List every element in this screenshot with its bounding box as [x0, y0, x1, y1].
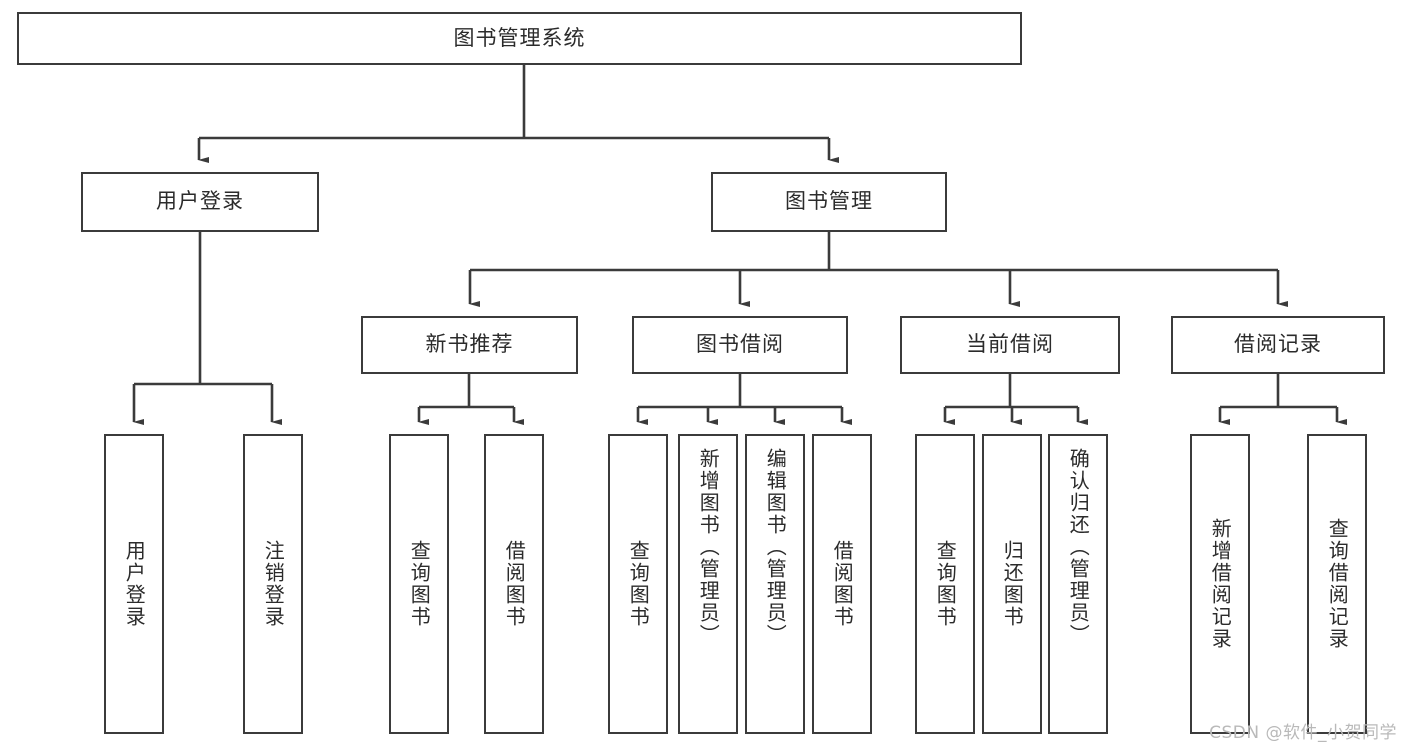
- node-user-login[interactable]: 用户登录: [81, 172, 319, 232]
- node-leaf-borrow-lend-label: 借阅图书: [830, 540, 855, 628]
- node-leaf-record-query-label: 查询借阅记录: [1325, 518, 1350, 650]
- node-leaf-borrow-edit[interactable]: 编辑图书（管理员）: [745, 434, 805, 734]
- node-leaf-current-return[interactable]: 归还图书: [982, 434, 1042, 734]
- node-leaf-rec-query-label: 查询图书: [407, 540, 432, 628]
- node-leaf-record-add[interactable]: 新增借阅记录: [1190, 434, 1250, 734]
- node-leaf-record-add-label: 新增借阅记录: [1208, 518, 1233, 650]
- node-leaf-current-query[interactable]: 查询图书: [915, 434, 975, 734]
- node-leaf-borrow-lend[interactable]: 借阅图书: [812, 434, 872, 734]
- node-book-manage-label: 图书管理: [785, 189, 873, 214]
- node-leaf-current-query-label: 查询图书: [933, 540, 958, 628]
- node-book-borrow-label: 图书借阅: [696, 332, 784, 357]
- node-book-manage[interactable]: 图书管理: [711, 172, 947, 232]
- node-leaf-current-return-label: 归还图书: [1000, 540, 1025, 628]
- node-leaf-user-login-label: 用户登录: [122, 540, 147, 628]
- node-leaf-rec-borrow[interactable]: 借阅图书: [484, 434, 544, 734]
- node-leaf-borrow-add[interactable]: 新增图书（管理员）: [678, 434, 738, 734]
- node-leaf-current-confirm-label: 确认归还（管理员）: [1066, 448, 1091, 646]
- node-leaf-rec-borrow-label: 借阅图书: [502, 540, 527, 628]
- node-leaf-borrow-edit-label: 编辑图书（管理员）: [763, 448, 788, 646]
- node-current-borrow-label: 当前借阅: [966, 332, 1054, 357]
- node-new-book-rec-label: 新书推荐: [425, 332, 514, 357]
- node-leaf-record-query[interactable]: 查询借阅记录: [1307, 434, 1367, 734]
- watermark: CSDN @软件_小贺同学: [1209, 723, 1397, 743]
- node-borrow-record-label: 借阅记录: [1234, 332, 1322, 357]
- node-leaf-borrow-query[interactable]: 查询图书: [608, 434, 668, 734]
- node-root-label: 图书管理系统: [453, 25, 586, 50]
- node-leaf-current-confirm[interactable]: 确认归还（管理员）: [1048, 434, 1108, 734]
- node-leaf-user-logout-label: 注销登录: [261, 540, 286, 628]
- node-borrow-record[interactable]: 借阅记录: [1171, 316, 1385, 374]
- node-leaf-borrow-add-label: 新增图书（管理员）: [696, 448, 721, 646]
- node-leaf-user-login[interactable]: 用户登录: [104, 434, 164, 734]
- node-user-login-label: 用户登录: [156, 189, 244, 214]
- node-leaf-borrow-query-label: 查询图书: [626, 540, 651, 628]
- node-book-borrow[interactable]: 图书借阅: [632, 316, 848, 374]
- node-leaf-rec-query[interactable]: 查询图书: [389, 434, 449, 734]
- node-root[interactable]: 图书管理系统: [17, 12, 1022, 65]
- node-current-borrow[interactable]: 当前借阅: [900, 316, 1120, 374]
- node-new-book-rec[interactable]: 新书推荐: [361, 316, 578, 374]
- node-leaf-user-logout[interactable]: 注销登录: [243, 434, 303, 734]
